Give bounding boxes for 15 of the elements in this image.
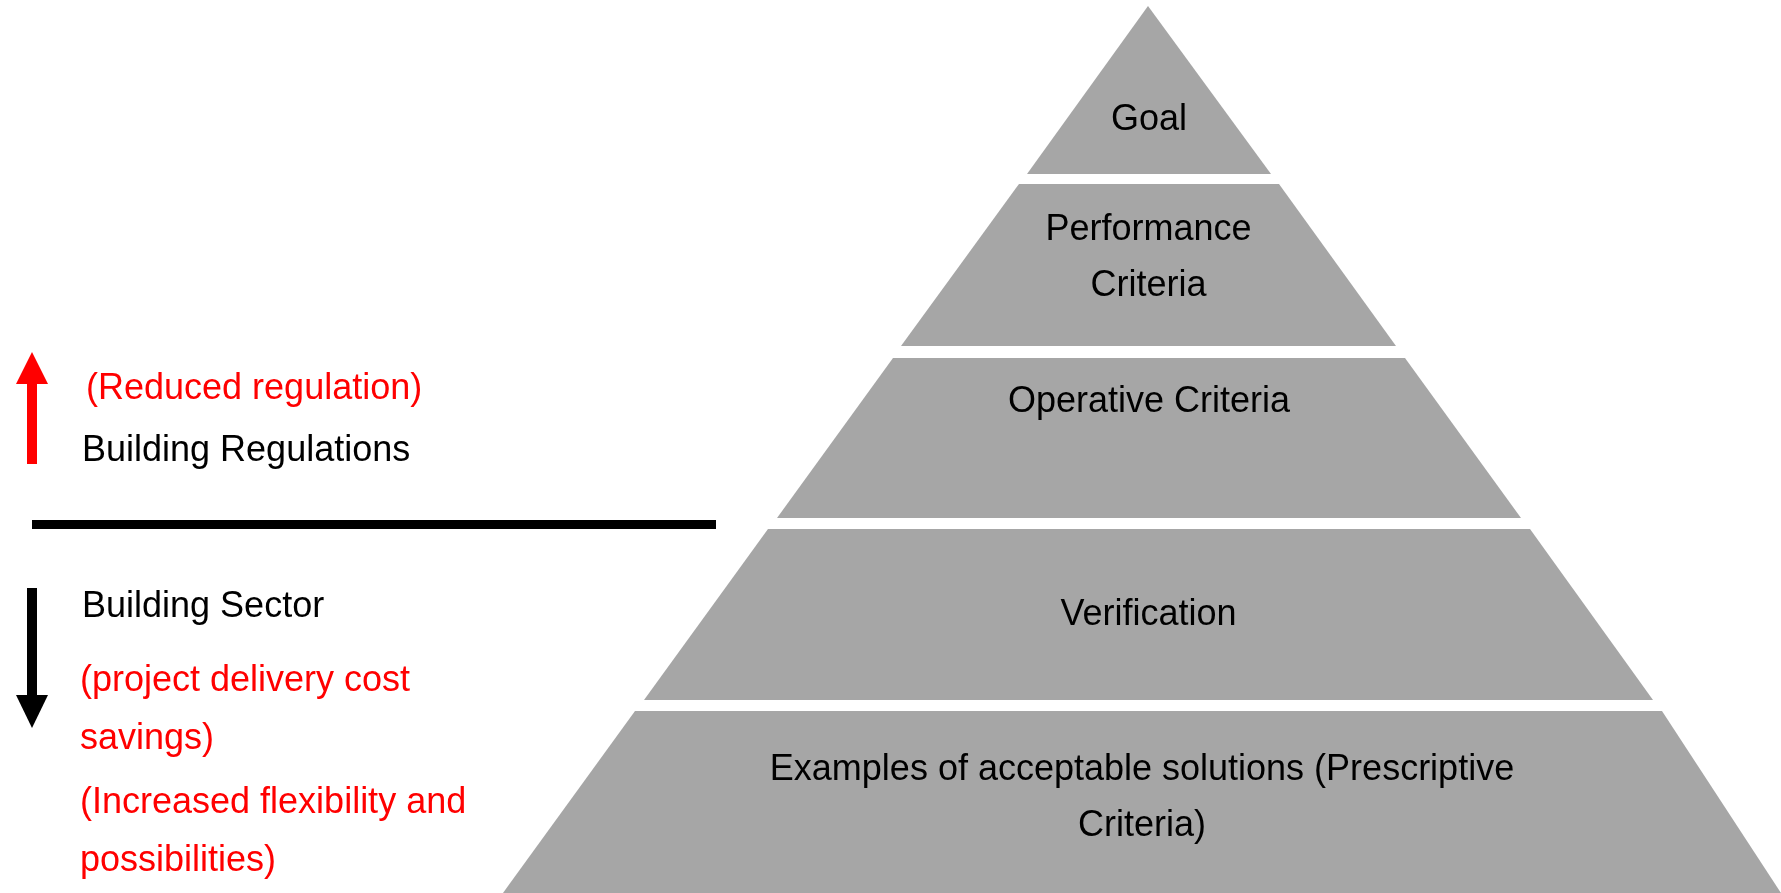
- side-label: Building Sector: [82, 583, 326, 627]
- pyramid-level: [644, 529, 1653, 700]
- effect-note: (project delivery cost savings): [80, 657, 412, 759]
- pyramid-level: [503, 711, 1781, 893]
- level-label: Operative Criteria: [1006, 378, 1292, 422]
- pyramid-level: [901, 184, 1396, 346]
- level-label: Performance Criteria: [1044, 206, 1253, 306]
- side-label: Building Regulations: [82, 427, 412, 471]
- level-label: Examples of acceptable solutions (Prescriptive Criteria): [768, 746, 1516, 846]
- effect-note: (Reduced regulation): [86, 365, 424, 409]
- level-label: Goal: [1109, 96, 1188, 140]
- pyramid-level: [777, 358, 1521, 518]
- level-label: Verification: [1059, 591, 1238, 635]
- effect-note: (Increased flexibility and possibilities): [80, 779, 468, 881]
- pyramid-apex: [1027, 6, 1271, 174]
